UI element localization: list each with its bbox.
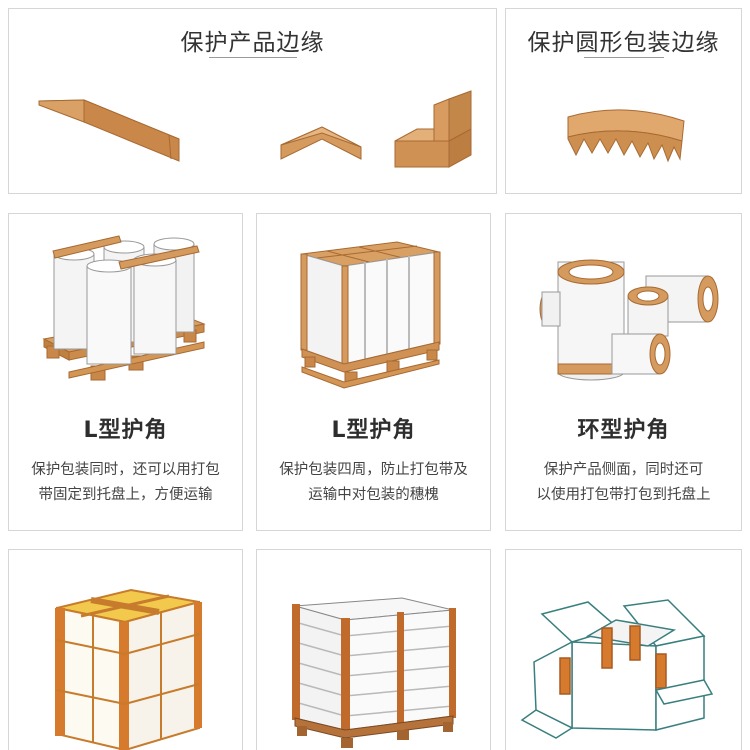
wrapped-pallet-icon [300, 241, 441, 389]
panel-l-corner-wrapped: L型护角 保护包装四周，防止打包带及 运输中对包装的穗槐 [256, 213, 491, 531]
panel-title: L型护角 [331, 418, 416, 443]
box-corner-icon [394, 90, 472, 168]
panel-open-box [505, 549, 742, 750]
title-underline [209, 57, 297, 58]
panel-title: 保护圆形包装边缘 [527, 30, 720, 56]
panel-ring-corner: 环型护角 保护产品侧面，同时还可 以使用打包带打包到托盘上 [505, 213, 742, 531]
panel-title: 环型护角 [577, 418, 670, 443]
panel-description: 保护产品侧面，同时还可 以使用打包带打包到托盘上 [506, 458, 741, 508]
panel-l-corner-rolls: L型护角 保护包装同时，还可以用打包 带固定到托盘上，方便运输 [8, 213, 243, 531]
panel-protect-round-edges: 保护圆形包装边缘 [505, 8, 742, 194]
description-line: 运输中对包装的穗槐 [308, 487, 439, 503]
description-line: 带固定到托盘上，方便运输 [38, 487, 213, 503]
paper-rolls-icon [539, 259, 719, 381]
panel-description: 保护包装同时，还可以用打包 带固定到托盘上，方便运输 [9, 458, 242, 508]
v-corner-icon [280, 126, 362, 160]
round-edge-icon [567, 109, 685, 163]
roll-pallet-icon [42, 235, 206, 381]
panel-description: 保护包装四周，防止打包带及 运输中对包装的穗槐 [257, 458, 490, 508]
description-line: 保护包装同时，还可以用打包 [31, 462, 220, 478]
title-underline [584, 57, 664, 58]
panel-strapped-pallet [256, 549, 491, 750]
panel-title: L型护角 [83, 418, 168, 443]
panel-crate [8, 549, 243, 750]
panel-title: 保护产品边缘 [180, 30, 325, 56]
description-line: 保护产品侧面，同时还可 [543, 462, 704, 478]
angle-bar-icon [38, 99, 180, 162]
description-line: 保护包装四周，防止打包带及 [279, 462, 468, 478]
description-line: 以使用打包带打包到托盘上 [536, 487, 711, 503]
panel-protect-edges: 保护产品边缘 [8, 8, 497, 194]
strapped-pallet-icon [292, 597, 456, 748]
open-box-icon [520, 599, 714, 739]
yellow-crate-icon [55, 588, 202, 750]
